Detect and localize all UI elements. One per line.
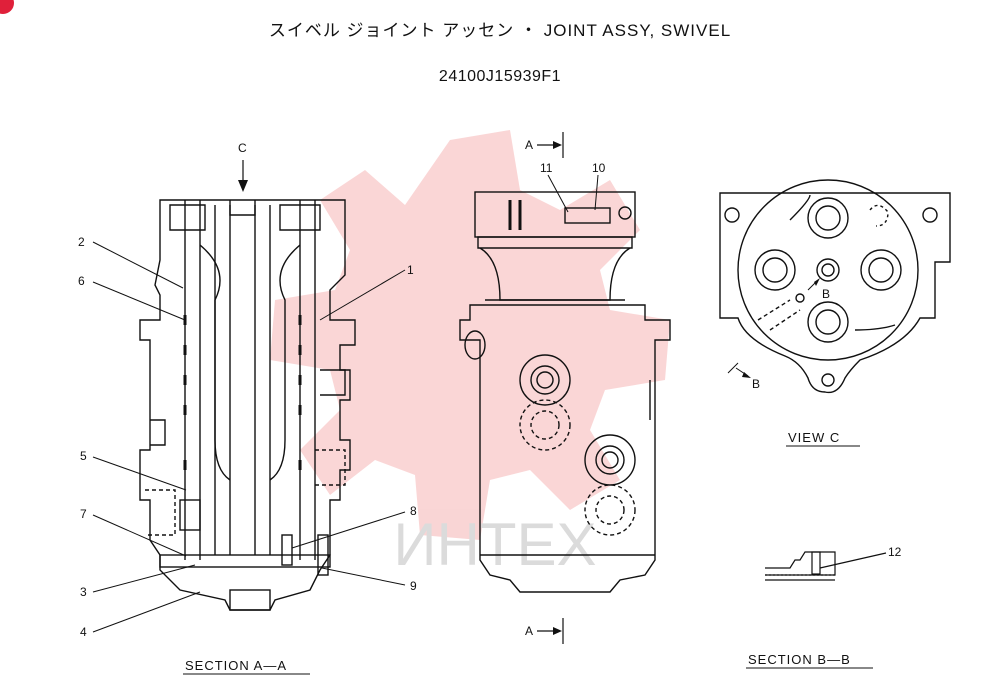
callout-3: 3	[80, 585, 87, 599]
section-marker-top: A	[525, 132, 564, 158]
callout-8: 8	[410, 504, 417, 518]
section-bb-view	[765, 551, 887, 581]
front-view	[459, 191, 671, 593]
section-marker-bottom-label: A	[525, 624, 533, 638]
callout-7: 7	[80, 507, 87, 521]
view-c	[719, 179, 951, 394]
callout-2: 2	[78, 235, 85, 249]
section-marker-bottom: A	[525, 618, 564, 644]
part-number: 24100J15939F1	[438, 68, 562, 85]
page-title: スイベル ジョイント アッセン ・ JOINT ASSY, SWIVEL	[268, 21, 732, 40]
view-c-marker-b2: B	[752, 377, 760, 391]
callout-12: 12	[888, 545, 902, 559]
callout-10: 10	[592, 161, 606, 175]
view-c-arrow: C	[238, 141, 248, 192]
section-marker-top-label: A	[525, 138, 533, 152]
section-aa-view	[139, 199, 356, 611]
view-c-section-marks: B B	[727, 278, 830, 391]
callouts-left	[92, 241, 406, 633]
section-aa-caption: SECTION A—A	[185, 658, 287, 673]
callout-5: 5	[80, 449, 87, 463]
corner-badge	[0, 0, 14, 14]
callout-4: 4	[80, 625, 87, 639]
callout-6: 6	[78, 274, 85, 288]
watermark-text: ИНТЕХ	[393, 511, 596, 578]
seal-marks-left	[183, 315, 302, 470]
view-c-caption: VIEW C	[788, 430, 840, 445]
view-c-marker-b1: B	[822, 287, 830, 301]
callout-9: 9	[410, 579, 417, 593]
view-c-marker: C	[238, 141, 247, 155]
callout-1: 1	[407, 263, 414, 277]
section-bb-caption: SECTION B—B	[748, 652, 851, 667]
callouts-front	[547, 174, 599, 213]
callout-11: 11	[540, 161, 553, 175]
watermark-gear	[270, 130, 670, 540]
watermark: ИНТЕХ	[270, 130, 670, 578]
